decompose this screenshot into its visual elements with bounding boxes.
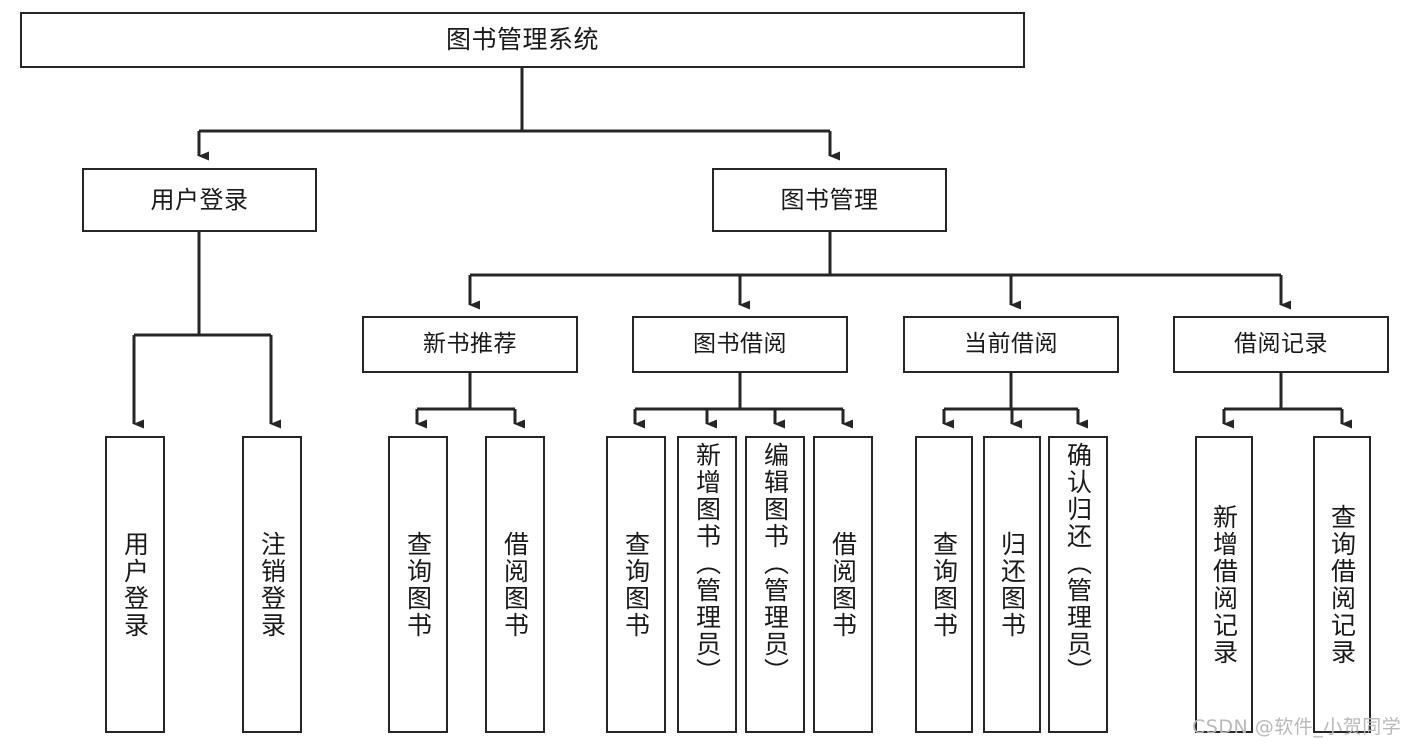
node-label: 用户登录 [120, 530, 150, 639]
node-label: 确认归还（管理员） [1063, 442, 1093, 685]
node-leaf-add-book[interactable]: 新增图书（管理员） [677, 436, 737, 733]
node-label: 当前借阅 [964, 330, 1058, 357]
node-new-book-recommend[interactable]: 新书推荐 [362, 316, 578, 373]
node-leaf-user-login[interactable]: 用户登录 [105, 436, 165, 733]
node-leaf-edit-book[interactable]: 编辑图书（管理员） [745, 436, 805, 733]
node-label: 注销登录 [257, 530, 287, 639]
node-leaf-query-book-1[interactable]: 查询图书 [388, 436, 448, 733]
node-leaf-borrow-book-1[interactable]: 借阅图书 [485, 436, 545, 733]
node-label: 借阅记录 [1234, 330, 1328, 357]
node-label: 新增图书（管理员） [692, 442, 722, 685]
node-leaf-borrow-book-2[interactable]: 借阅图书 [813, 436, 873, 733]
node-label: 用户登录 [150, 185, 249, 214]
node-label: 借阅图书 [828, 530, 858, 639]
node-current-borrow[interactable]: 当前借阅 [903, 316, 1119, 373]
node-label: 新书推荐 [423, 330, 517, 357]
node-leaf-query-book-2[interactable]: 查询图书 [606, 436, 666, 733]
node-leaf-query-record[interactable]: 查询借阅记录 [1313, 436, 1371, 733]
connector-group-borrow-record [1222, 373, 1352, 429]
node-leaf-query-book-3[interactable]: 查询图书 [915, 436, 973, 733]
connector-group-book-management [468, 232, 1291, 310]
connector-group-current-borrow [942, 373, 1088, 429]
connector-group-new-book-recommend [415, 373, 525, 429]
connector-group-book-borrow [633, 373, 853, 429]
node-leaf-add-record[interactable]: 新增借阅记录 [1195, 436, 1253, 733]
node-label: 查询图书 [929, 530, 959, 639]
node-label: 新增借阅记录 [1209, 503, 1239, 666]
connector-group-root [197, 68, 840, 161]
node-label: 查询图书 [621, 530, 651, 639]
node-user-login[interactable]: 用户登录 [82, 168, 317, 232]
node-book-borrow[interactable]: 图书借阅 [632, 316, 848, 373]
node-label: 图书借阅 [693, 330, 787, 357]
node-label: 查询借阅记录 [1327, 503, 1357, 666]
node-label: 查询图书 [403, 530, 433, 639]
connector-group-user-login [132, 232, 281, 429]
node-book-management-system[interactable]: 图书管理系统 [20, 12, 1025, 68]
node-borrow-record[interactable]: 借阅记录 [1173, 316, 1389, 373]
node-label: 借阅图书 [500, 530, 530, 639]
node-leaf-user-logout[interactable]: 注销登录 [242, 436, 302, 733]
node-label: 归还图书 [997, 530, 1027, 639]
node-book-management[interactable]: 图书管理 [712, 168, 947, 232]
node-leaf-confirm-return[interactable]: 确认归还（管理员） [1048, 436, 1108, 733]
node-label: 图书管理系统 [445, 25, 599, 55]
node-leaf-return-book[interactable]: 归还图书 [983, 436, 1041, 733]
node-label: 编辑图书（管理员） [760, 442, 790, 685]
node-label: 图书管理 [780, 185, 879, 214]
